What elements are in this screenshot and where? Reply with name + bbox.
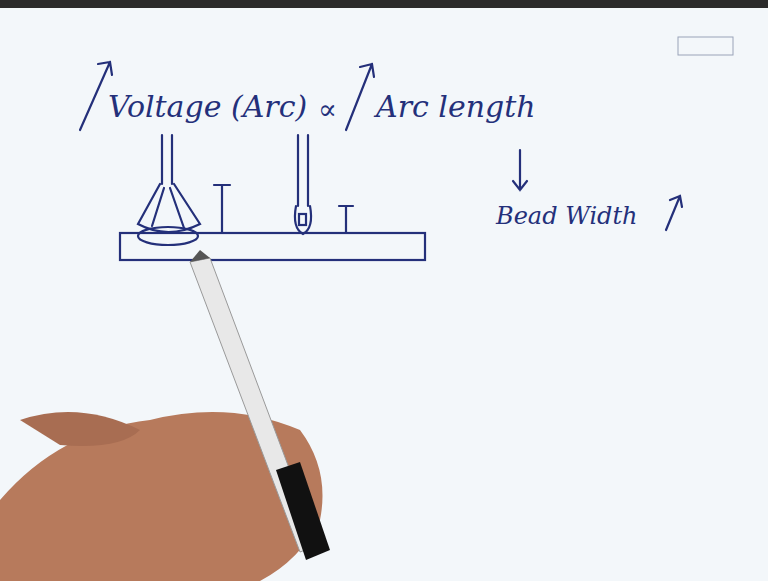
arc-length-label: Arc length (376, 92, 536, 122)
voltage-label: Voltage (Arc) (108, 92, 307, 122)
hand-with-pen (0, 250, 330, 581)
proportional-sign: ∝ (318, 96, 337, 124)
bead-width-label: Bead Width (496, 204, 638, 228)
